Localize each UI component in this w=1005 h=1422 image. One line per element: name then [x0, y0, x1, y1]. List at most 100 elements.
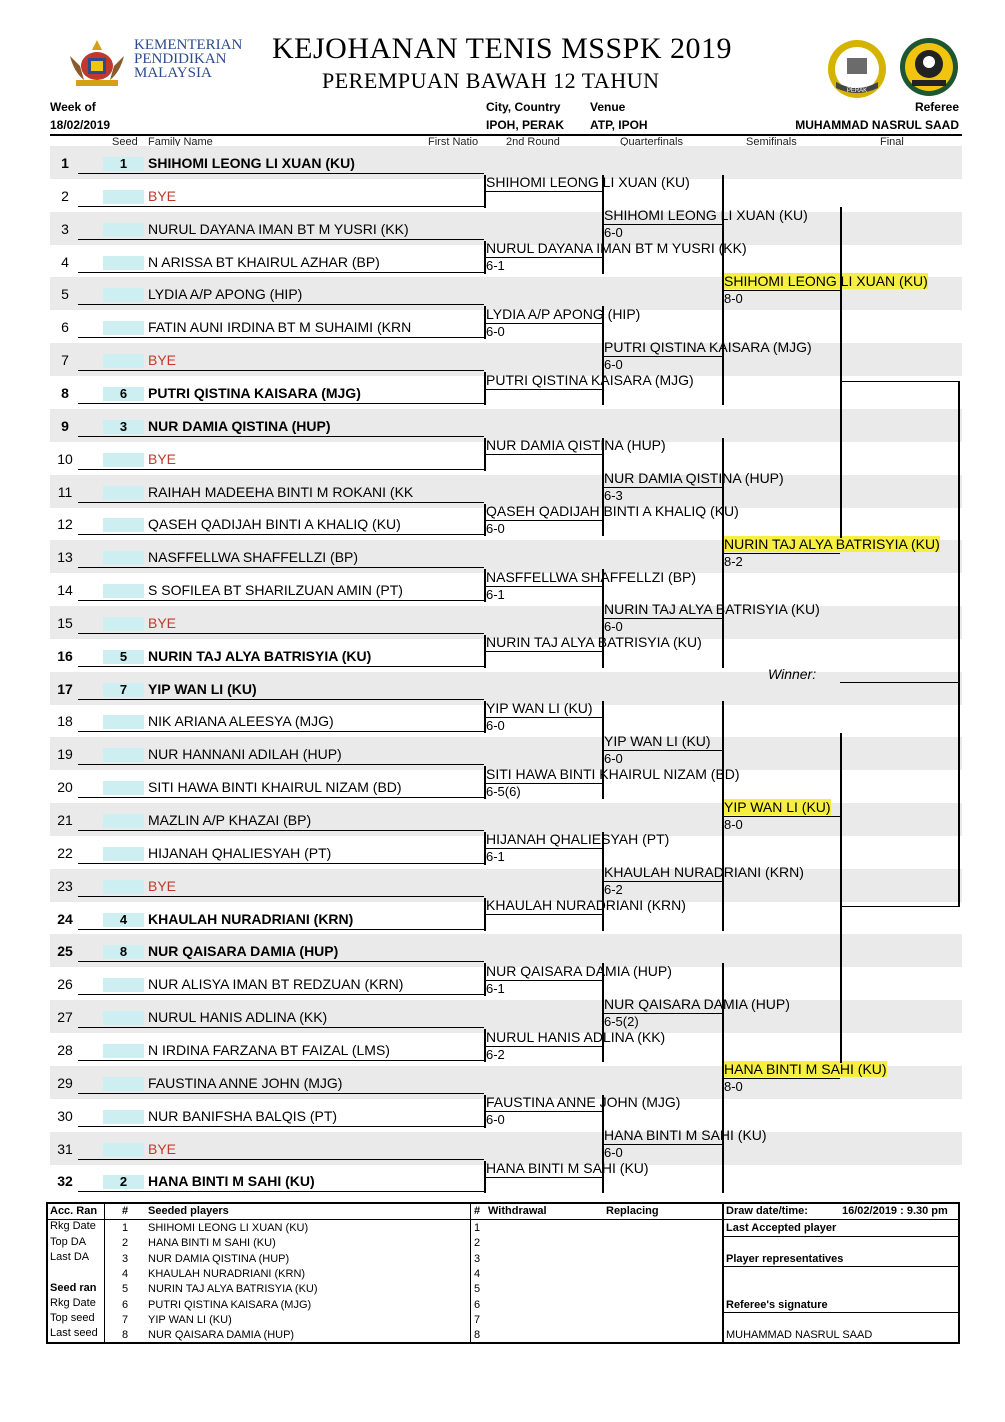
seed-cell [103, 518, 144, 533]
draw-number: 11 [57, 483, 73, 500]
draw-number: 25 [57, 943, 73, 960]
seed-cell [103, 1011, 144, 1026]
round2-name: QASEH QADIJAH BINTI A KHALIQ (KU) [486, 502, 739, 519]
city-label: City, Country [486, 100, 561, 114]
draw-number: 7 [61, 352, 69, 369]
col-quarterfinals: Quarterfinals [620, 136, 683, 148]
withdrawal-number: 6 [474, 1298, 481, 1311]
player-name: BYE [148, 187, 177, 204]
footer-table [46, 1202, 960, 1344]
player-line [78, 1027, 484, 1029]
seeded-number: 8 [122, 1329, 129, 1342]
round2-name: NASFFELLWA SHAFFELLZI (BP) [486, 568, 697, 585]
round2-line [484, 1176, 602, 1178]
round2-name: LYDIA A/P APONG (HIP) [486, 305, 641, 322]
ministry-line-3: MALAYSIA [134, 65, 212, 81]
round2-name: NURIN TAJ ALYA BATRISYIA (KU) [486, 634, 702, 651]
player-name: FAUSTINA ANNE JOHN (MJG) [148, 1074, 343, 1091]
player-name: HIJANAH QHALIESYAH (PT) [148, 844, 332, 861]
player-line [78, 665, 484, 667]
round2-line [484, 1045, 602, 1047]
draw-number: 14 [57, 582, 73, 599]
seeded-number: 5 [122, 1283, 129, 1296]
player-name: YIP WAN LI (KU) [148, 680, 257, 697]
page-subtitle: PEREMPUAN BAWAH 12 TAHUN [322, 68, 660, 93]
player-line [78, 337, 484, 339]
round2-line [484, 979, 602, 981]
draw-date-value: 16/02/2019 : 9.30 pm [842, 1205, 948, 1217]
round2-name: YIP WAN LI (KU) [486, 700, 593, 717]
player-line [78, 632, 484, 634]
seeded-number: 6 [122, 1298, 129, 1311]
footer-left-label: Top DA [50, 1235, 87, 1248]
seed-cell [103, 419, 144, 434]
col-round2: 2nd Round [506, 136, 560, 148]
player-name: NURUL DAYANA IMAN BT M YUSRI (KK) [148, 220, 409, 237]
player-name: FATIN AUNI IRDINA BT M SUHAIMI (KRN [148, 319, 412, 336]
withdrawal-number: 3 [474, 1252, 481, 1265]
round2-score: 6-2 [486, 1046, 505, 1062]
player-line [78, 1059, 484, 1061]
draw-number: 28 [57, 1041, 73, 1058]
player-line [78, 1092, 484, 1094]
draw-number: 3 [61, 220, 69, 237]
draw-date-label: Draw date/time: [726, 1205, 808, 1217]
seed-number: 4 [119, 911, 128, 927]
player-line [78, 1158, 484, 1160]
player-name: QASEH QADIJAH BINTI A KHALIQ (KU) [148, 516, 401, 533]
semifinals-score: 8-2 [724, 553, 743, 569]
seed-cell [103, 649, 144, 664]
quarterfinals-name: KHAULAH NURADRIANI (KRN) [604, 864, 804, 881]
association-logo [898, 36, 960, 98]
venue-label: Venue [590, 100, 626, 114]
semifinals-score: 8-0 [724, 816, 743, 832]
quarterfinals-score: 6-3 [604, 488, 623, 504]
player-line [78, 304, 484, 306]
draw-number: 22 [57, 844, 73, 861]
footer-rule-3 [722, 1266, 960, 1267]
round2-line [484, 651, 602, 653]
round2-score: 6-1 [486, 849, 505, 865]
draw-number: 30 [57, 1107, 73, 1124]
week-of-label: Week of [50, 100, 96, 114]
seed-cell [103, 682, 144, 697]
round2-name: NUR DAMIA QISTINA (HUP) [486, 437, 666, 454]
round2-name: HANA BINTI M SAHI (KU) [486, 1159, 649, 1176]
referee-signature-name: MUHAMMAD NASRUL SAAD [726, 1329, 873, 1341]
draw-number: 6 [61, 319, 69, 336]
seeded-number: 2 [122, 1237, 129, 1250]
quarterfinals-score: 6-0 [604, 619, 623, 635]
seeded-number: 1 [122, 1222, 129, 1234]
player-line [78, 435, 484, 437]
player-name: HANA BINTI M SAHI (KU) [148, 1173, 315, 1190]
player-reps-label: Player representatives [726, 1253, 844, 1265]
seed-cell [103, 978, 144, 993]
seed-cell [103, 616, 144, 631]
seed-cell [103, 945, 144, 960]
draw-number: 21 [57, 812, 73, 828]
player-line [78, 830, 484, 831]
player-line [78, 468, 484, 470]
seed-cell [103, 1109, 144, 1124]
draw-number: 9 [61, 417, 69, 434]
svg-text:PERAK: PERAK [847, 88, 867, 94]
ministry-logo [64, 36, 130, 88]
semifinals-line [722, 289, 840, 291]
perak-logo: PERAK [826, 38, 888, 100]
player-name: NUR QAISARA DAMIA (HUP) [148, 943, 339, 960]
col-seed: Seed [112, 136, 138, 148]
seed-number: 1 [119, 156, 128, 171]
seeded-name: HANA BINTI M SAHI (KU) [148, 1237, 276, 1250]
seed-cell [103, 748, 144, 763]
seed-number: 3 [119, 418, 128, 434]
semifinals-name: NURIN TAJ ALYA BATRISYIA (KU) [724, 535, 940, 552]
player-name: NUR ALISYA IMAN BT REDZUAN (KRN) [148, 976, 404, 993]
final-line [840, 906, 960, 908]
draw-number: 27 [57, 1009, 73, 1026]
player-name: SITI HAWA BINTI KHAIRUL NIZAM (BD) [148, 779, 402, 796]
footer-left-label: Top seed [50, 1312, 95, 1325]
draw-number: 15 [57, 614, 73, 631]
seed-cell [103, 255, 144, 270]
draw-number: 29 [57, 1074, 73, 1091]
seed-cell [103, 879, 144, 894]
